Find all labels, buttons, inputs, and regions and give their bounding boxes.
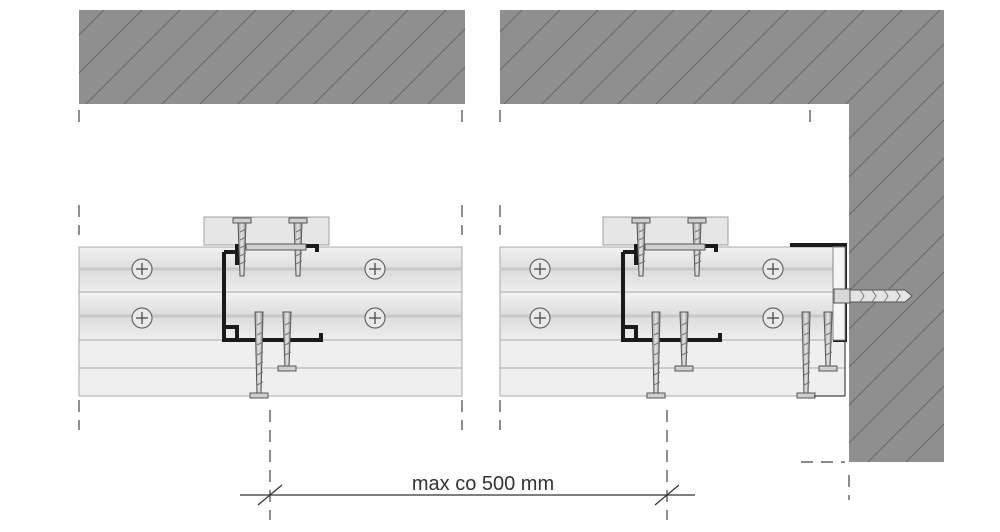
dimension-label: max co 500 mm (412, 473, 554, 495)
break-lines (78, 110, 850, 520)
left-assembly (78, 216, 463, 399)
clip-left (245, 243, 307, 251)
clip-right (644, 243, 706, 251)
dimension-line: max co 500 mm (240, 473, 695, 506)
concrete-slab-left (79, 10, 465, 104)
wall-anchor (833, 288, 913, 304)
right-assembly (499, 216, 913, 399)
plasterboard-2-right (499, 367, 846, 397)
plasterboard-1-left (78, 339, 463, 369)
timber-block-right (602, 216, 729, 246)
plasterboard-2-left (78, 367, 463, 397)
plasterboard-1-right (499, 339, 846, 369)
timber-block-left (203, 216, 330, 246)
concrete-slab-right (500, 10, 944, 462)
